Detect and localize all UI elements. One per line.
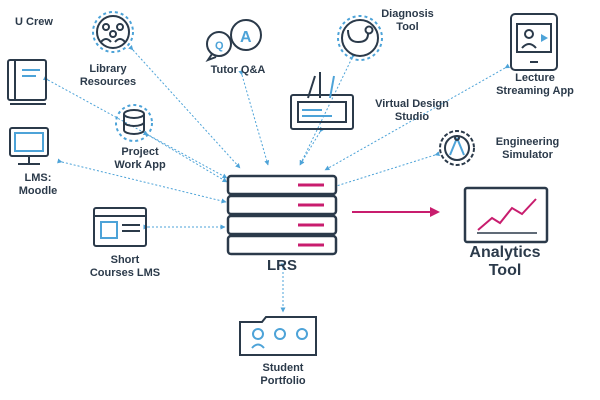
gear-compass-icon (439, 130, 475, 166)
connector-diagnosis-tool (299, 52, 357, 166)
q-glyph: Q (215, 40, 224, 52)
portfolio-folder-icon (239, 316, 317, 356)
hub-label: LRS (267, 257, 297, 274)
line-chart-monitor-icon (463, 186, 549, 244)
qa-chat-bubbles-icon (205, 19, 262, 63)
connector-lms-moodle (57, 158, 227, 204)
a-glyph: A (240, 29, 252, 46)
desktop-computer-icon (9, 127, 49, 165)
node-label-virtual-design-studio: Virtual Design Studio (375, 98, 449, 123)
node-label-short-courses-lms: Short Courses LMS (89, 254, 161, 279)
browser-window-icon (93, 207, 147, 247)
book-icon (7, 59, 47, 105)
connector-engineering-simulator (329, 151, 441, 190)
node-label-lecture-streaming: Lecture Streaming App (496, 72, 574, 97)
node-label-lms-moodle: LMS: Moodle (18, 172, 58, 197)
server-stack-icon (226, 174, 338, 256)
node-label-engineering-simulator: Engineering Simulator (495, 136, 560, 161)
group-people-icon (92, 11, 134, 53)
node-label-student-portfolio: Student Portfolio (260, 362, 306, 387)
node-label-library-resources: Library Resources (79, 63, 137, 88)
stethoscope-icon (337, 15, 383, 61)
connector-tutor-qa (238, 69, 270, 166)
design-tools-icon (290, 72, 354, 130)
node-label-tutor-qa: Tutor Q&A (210, 64, 266, 76)
node-label-diagnosis-tool: Diagnosis Tool (381, 8, 434, 33)
video-tablet-icon (510, 13, 558, 71)
node-label-project-work-app: Project Work App (114, 146, 166, 171)
node-label-u-crew: U Crew (15, 16, 53, 28)
output-label: Analytics Tool (469, 244, 541, 279)
connector-virtual-design-studio (299, 126, 325, 166)
database-gear-icon (115, 104, 153, 142)
